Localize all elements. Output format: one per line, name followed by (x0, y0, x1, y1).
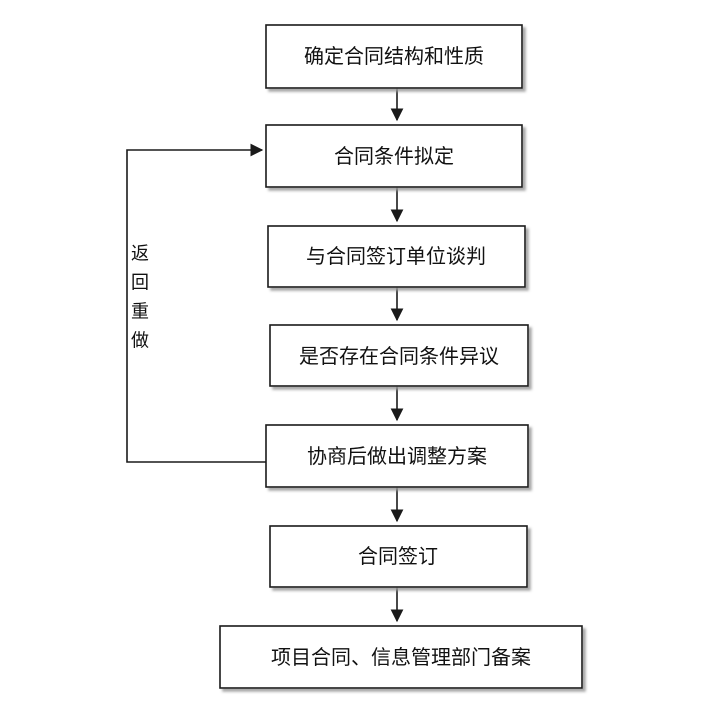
step-1-node: 确定合同结构和性质 (265, 24, 523, 89)
step-5-node: 协商后做出调整方案 (265, 424, 529, 488)
step-4-label: 是否存在合同条件异议 (299, 344, 499, 368)
step-2-label: 合同条件拟定 (334, 144, 454, 168)
loop-back-label-char: 回 (131, 273, 149, 294)
step-6-node: 合同签订 (269, 525, 528, 588)
loop-back-label-char: 做 (131, 331, 149, 352)
step-4-node: 是否存在合同条件异议 (269, 324, 529, 387)
step-3-node: 与合同签订单位谈判 (267, 225, 526, 288)
loop-back-arrow (126, 143, 266, 463)
loop-back-label-char: 返 (131, 244, 149, 265)
step-2-node: 合同条件拟定 (265, 124, 523, 188)
step-7-label: 项目合同、信息管理部门备案 (271, 645, 531, 669)
loop-back-label: 返 回 重 做 (131, 244, 149, 352)
step-3-label: 与合同签订单位谈判 (306, 244, 486, 268)
loop-back-label-char: 重 (131, 302, 149, 323)
step-6-label: 合同签订 (358, 544, 438, 568)
step-7-node: 项目合同、信息管理部门备案 (219, 625, 583, 689)
step-1-label: 确定合同结构和性质 (304, 44, 484, 68)
step-5-label: 协商后做出调整方案 (307, 444, 487, 468)
